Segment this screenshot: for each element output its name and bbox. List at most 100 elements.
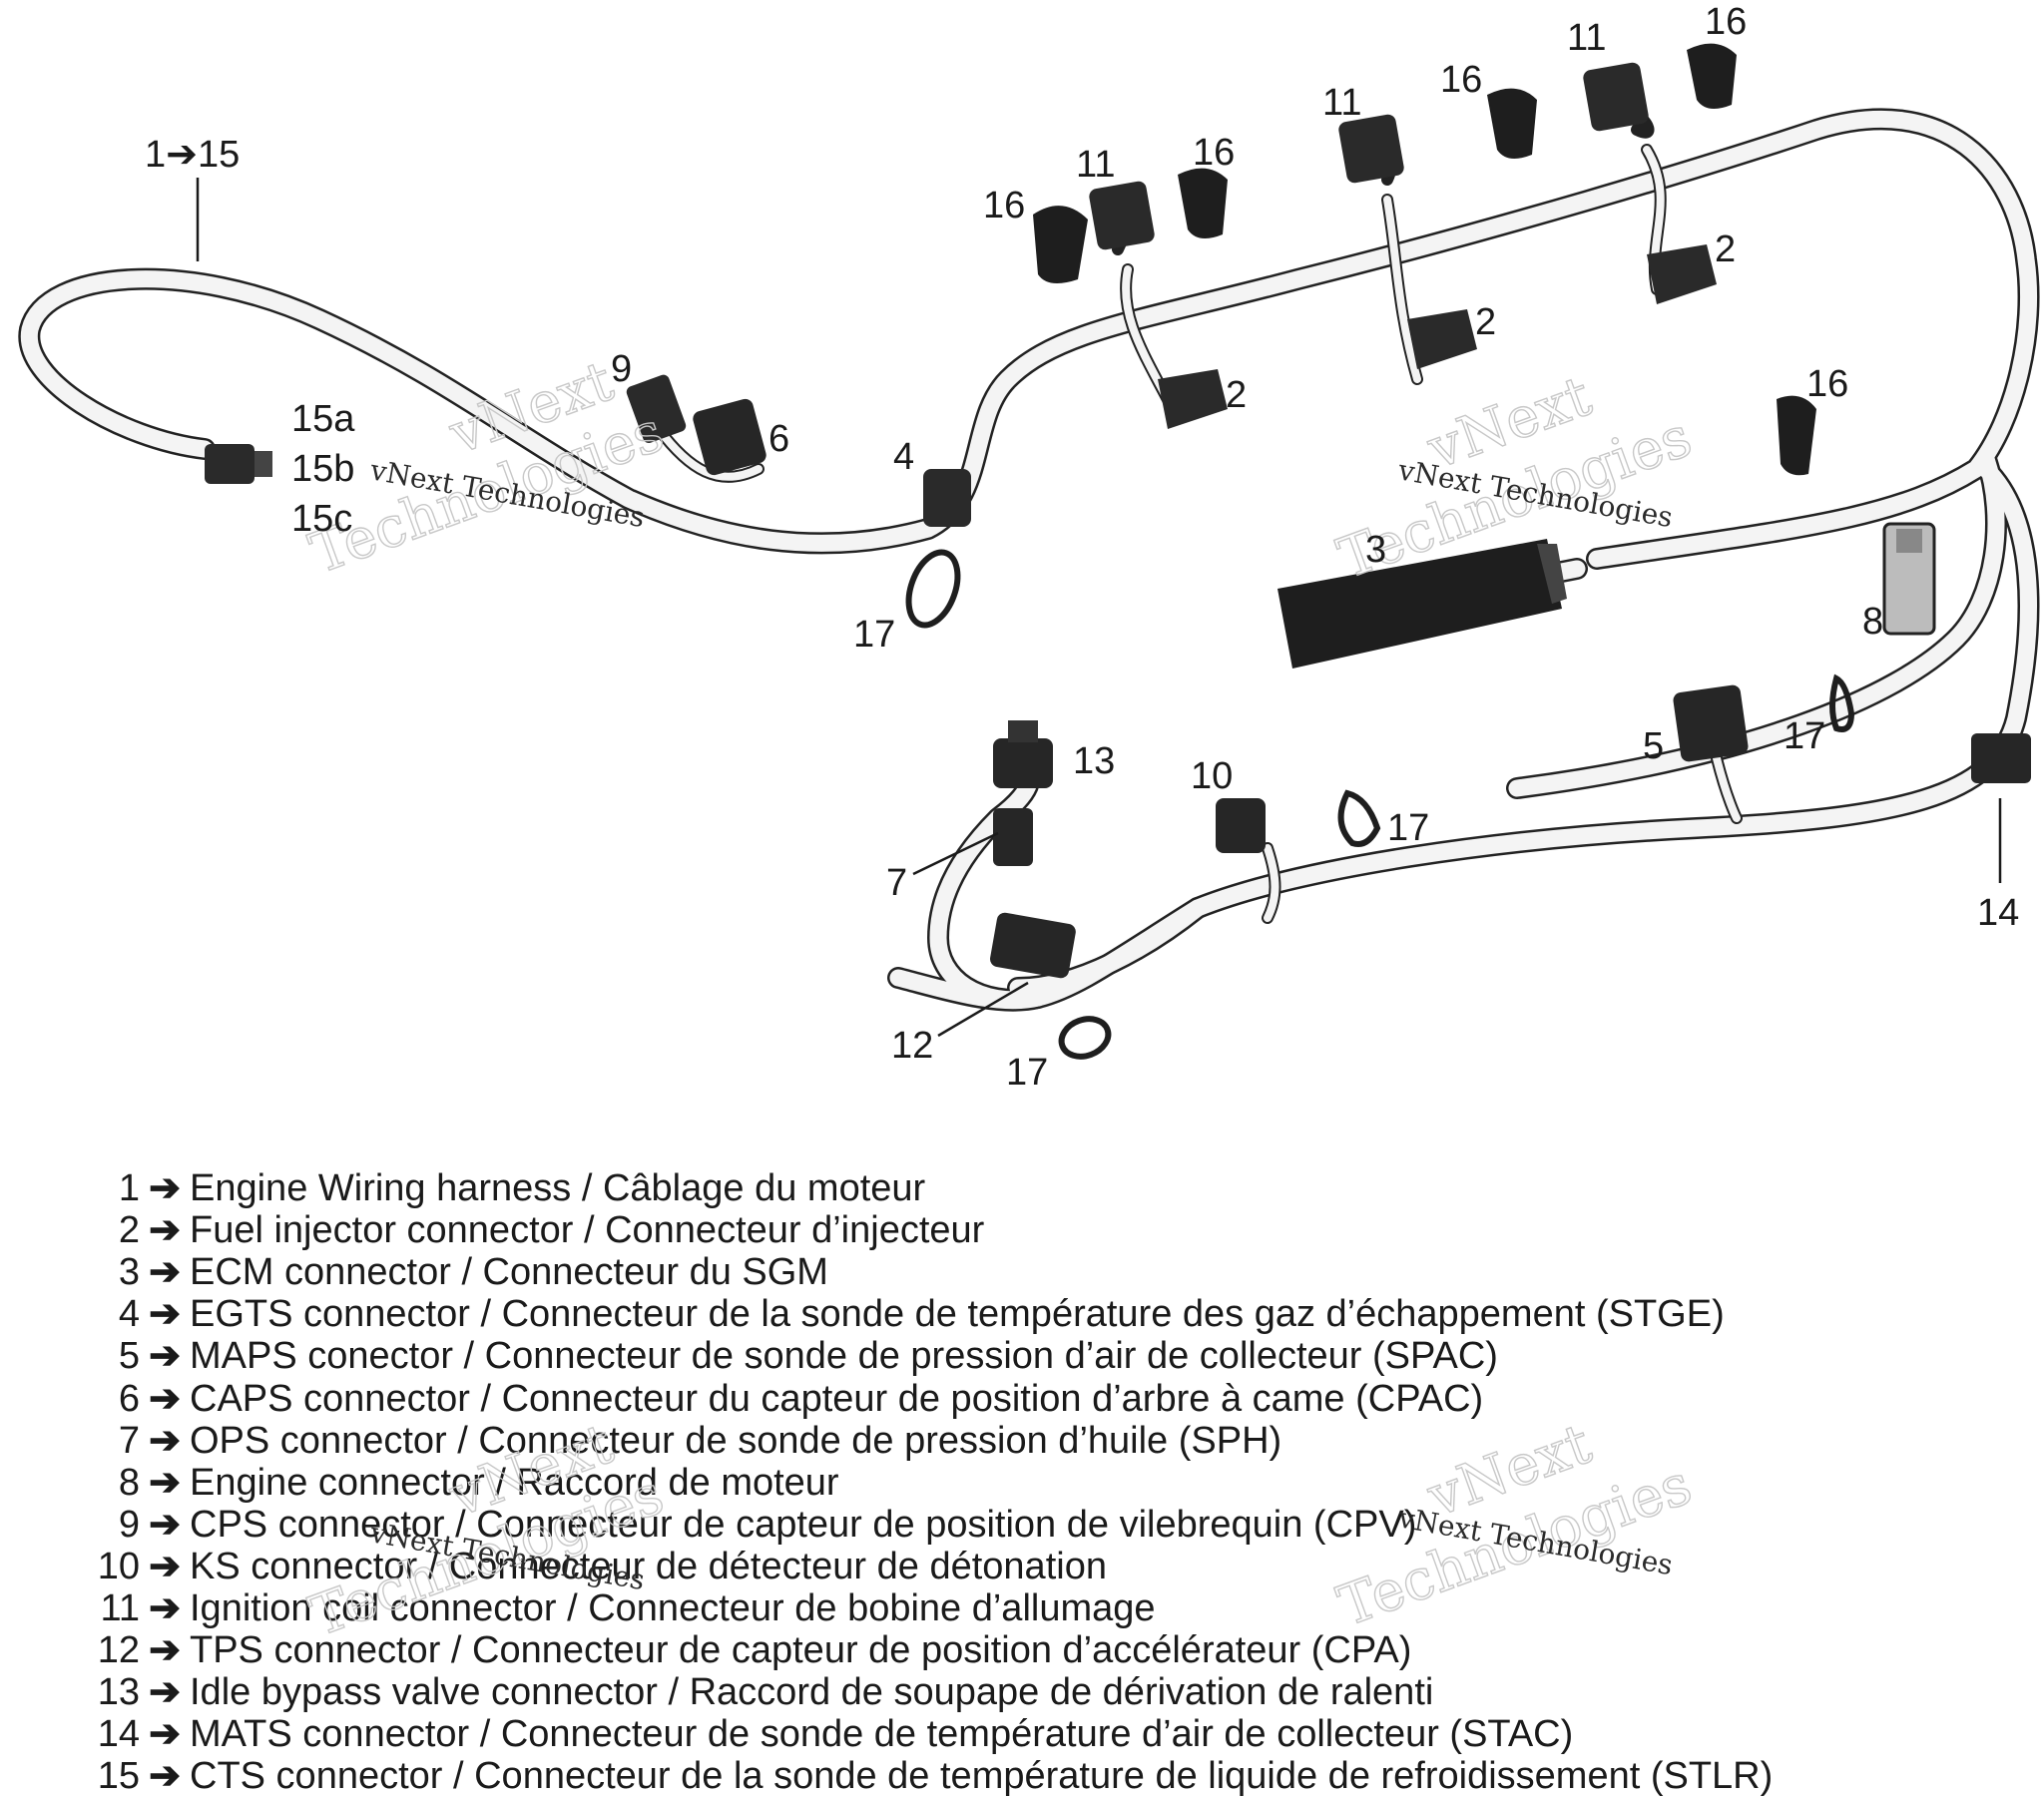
arrow-right-icon: ➔ bbox=[149, 1209, 181, 1252]
connector-14-mats bbox=[1971, 733, 2031, 783]
callout-17-a: 17 bbox=[853, 614, 895, 656]
legend-item-text: Engine connector / Raccord de moteur bbox=[190, 1461, 839, 1504]
legend-item-number: 13 bbox=[97, 1671, 140, 1714]
arrow-right-icon: ➔ bbox=[149, 1377, 181, 1420]
legend-item-text: CTS connector / Connecteur de la sonde d… bbox=[190, 1755, 1774, 1797]
legend-item-text: Engine Wiring harness / Câblage du moteu… bbox=[190, 1167, 926, 1210]
legend-item: 10➔KS connector / Connecteur de détecteu… bbox=[60, 1546, 2036, 1587]
callout-2-b: 2 bbox=[1475, 301, 1496, 343]
legend-item: 12➔TPS connector / Connecteur de capteur… bbox=[60, 1629, 2036, 1671]
arrow-right-icon: ➔ bbox=[149, 1419, 181, 1462]
legend-item: 9➔CPS connector / Connecteur de capteur … bbox=[60, 1504, 2036, 1546]
arrow-right-icon: ➔ bbox=[149, 1251, 181, 1294]
legend-item-text: Ignition coil connector / Connecteur de … bbox=[190, 1586, 1156, 1629]
callout-2-c: 2 bbox=[1715, 228, 1736, 270]
legend-item: 2➔Fuel injector connector / Connecteur d… bbox=[60, 1209, 2036, 1251]
connector-2-injector-c bbox=[1647, 244, 1717, 304]
connector-6-caps bbox=[693, 398, 766, 476]
connector-15-cts bbox=[205, 444, 272, 484]
arrow-right-icon: ➔ bbox=[149, 1545, 181, 1587]
callout-4: 4 bbox=[893, 436, 914, 478]
callout-2-a: 2 bbox=[1226, 374, 1247, 416]
callout-15b: 15b bbox=[291, 448, 354, 490]
callout-1-15: 1➔15 bbox=[145, 134, 240, 176]
legend-item-number: 14 bbox=[97, 1713, 140, 1756]
arrow-right-icon: ➔ bbox=[149, 1293, 181, 1336]
legend-item-text: Fuel injector connector / Connecteur d’i… bbox=[190, 1209, 985, 1252]
callout-15a: 15a bbox=[291, 398, 355, 440]
connector-11-ignition-c bbox=[1583, 62, 1649, 132]
legend-item-text: CAPS connector / Connecteur du capteur d… bbox=[190, 1377, 1484, 1420]
callout-5: 5 bbox=[1643, 725, 1664, 767]
connector-13-idle-bypass bbox=[993, 720, 1053, 788]
callout-10: 10 bbox=[1191, 755, 1233, 797]
arrow-right-icon: ➔ bbox=[149, 1167, 181, 1210]
legend-item-text: KS connector / Connecteur de détecteur d… bbox=[190, 1545, 1107, 1587]
parts-legend: 1➔Engine Wiring harness / Câblage du mot… bbox=[60, 1167, 2036, 1797]
connector-7-ops bbox=[993, 808, 1033, 866]
legend-item: 6➔CAPS connector / Connecteur du capteur… bbox=[60, 1377, 2036, 1420]
callout-16-d: 16 bbox=[1705, 1, 1747, 43]
connector-3-ecm bbox=[1278, 539, 1567, 669]
legend-item-text: CPS connector / Connecteur de capteur de… bbox=[190, 1503, 1417, 1546]
legend-item-number: 1 bbox=[118, 1167, 140, 1210]
callout-16-b: 16 bbox=[1193, 132, 1235, 174]
callout-17-c: 17 bbox=[1784, 715, 1825, 757]
legend-item-number: 11 bbox=[100, 1586, 140, 1629]
callout-11-b: 11 bbox=[1322, 82, 1361, 124]
clips-16 bbox=[1033, 43, 1816, 476]
legend-item-number: 3 bbox=[118, 1251, 140, 1294]
legend-item: 7➔OPS connector / Connecteur de sonde de… bbox=[60, 1420, 2036, 1462]
callout-16-c: 16 bbox=[1440, 59, 1482, 101]
legend-item: 11➔Ignition coil connector / Connecteur … bbox=[60, 1587, 2036, 1629]
callout-11-a: 11 bbox=[1076, 144, 1115, 186]
arrow-right-icon: ➔ bbox=[149, 1586, 181, 1629]
legend-item: 14➔MATS connector / Connecteur de sonde … bbox=[60, 1713, 2036, 1755]
legend-item-text: OPS connector / Connecteur de sonde de p… bbox=[190, 1419, 1282, 1462]
callout-17-d: 17 bbox=[1006, 1052, 1048, 1094]
arrow-right-icon: ➔ bbox=[149, 1335, 181, 1378]
legend-item: 8➔Engine connector / Raccord de moteur bbox=[60, 1462, 2036, 1504]
arrow-right-icon: ➔ bbox=[149, 1629, 181, 1672]
callout-17-b: 17 bbox=[1387, 807, 1429, 849]
callout-14: 14 bbox=[1977, 892, 2019, 934]
ties-17 bbox=[905, 549, 1855, 1060]
arrow-right-icon: ➔ bbox=[149, 1503, 181, 1546]
connector-5-maps bbox=[1673, 684, 1749, 762]
callout-16-e: 16 bbox=[1806, 363, 1848, 405]
connector-4-egts bbox=[923, 469, 971, 527]
arrow-right-icon: ➔ bbox=[149, 1755, 181, 1797]
legend-item-text: MATS connector / Connecteur de sonde de … bbox=[190, 1713, 1574, 1756]
legend-item-number: 4 bbox=[118, 1293, 140, 1336]
leader-lines bbox=[196, 178, 2002, 1038]
arrow-right-icon: ➔ bbox=[149, 1461, 181, 1504]
legend-item-text: MAPS conector / Connecteur de sonde de p… bbox=[190, 1335, 1498, 1378]
connector-9-cps bbox=[626, 374, 687, 444]
callout-6: 6 bbox=[768, 418, 789, 460]
connector-11-ignition-a bbox=[1089, 181, 1155, 250]
legend-item-number: 2 bbox=[118, 1209, 140, 1252]
callout-13: 13 bbox=[1073, 740, 1115, 782]
wiring-harness-diagram: vNext Technologies vNext Technologies vN… bbox=[18, 1, 2040, 1094]
arrow-right-icon: ➔ bbox=[149, 1671, 181, 1714]
connector-8-engine bbox=[1882, 522, 1936, 636]
legend-item: 3➔ECM connector / Connecteur du SGM bbox=[60, 1251, 2036, 1293]
callout-7: 7 bbox=[886, 862, 907, 904]
legend-item-number: 7 bbox=[118, 1419, 140, 1462]
callout-8: 8 bbox=[1862, 601, 1883, 643]
legend-item-text: ECM connector / Connecteur du SGM bbox=[190, 1251, 828, 1294]
callout-11-c: 11 bbox=[1567, 17, 1606, 59]
connector-12-tps bbox=[990, 912, 1076, 979]
legend-item-number: 8 bbox=[118, 1461, 140, 1504]
legend-item: 5➔MAPS conector / Connecteur de sonde de… bbox=[60, 1335, 2036, 1377]
legend-item-number: 15 bbox=[97, 1755, 140, 1797]
legend-item-number: 9 bbox=[118, 1503, 140, 1546]
connector-10-ks bbox=[1216, 798, 1266, 853]
connector-11-ignition-b bbox=[1338, 114, 1404, 184]
legend-item-number: 10 bbox=[97, 1545, 140, 1587]
legend-item: 15➔CTS connector / Connecteur de la sond… bbox=[60, 1755, 2036, 1797]
legend-item: 1➔Engine Wiring harness / Câblage du mot… bbox=[60, 1167, 2036, 1209]
connector-2-injector-a bbox=[1158, 369, 1228, 429]
legend-item-number: 12 bbox=[97, 1629, 140, 1672]
legend-item-text: EGTS connector / Connecteur de la sonde … bbox=[190, 1293, 1725, 1336]
